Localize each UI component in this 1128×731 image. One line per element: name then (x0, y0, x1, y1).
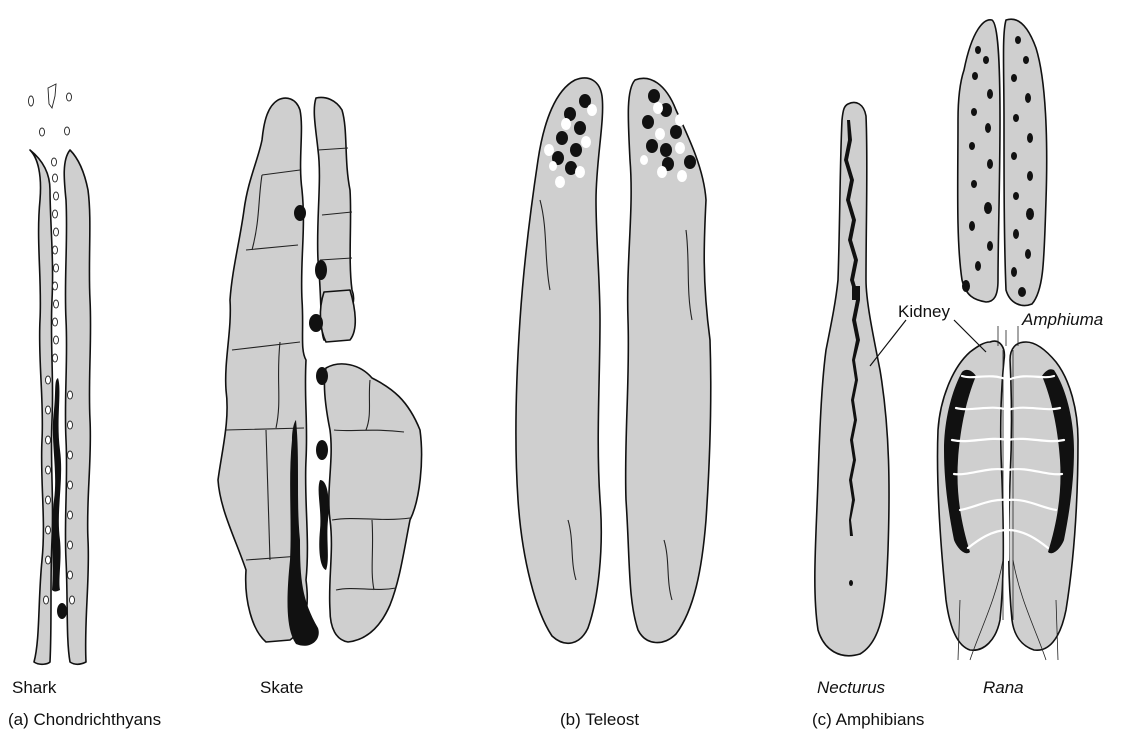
shark-kidney (29, 84, 91, 664)
teleost-kidney (516, 78, 711, 643)
label-kidney: Kidney (898, 302, 950, 322)
label-amphibians: (c) Amphibians (812, 710, 924, 730)
label-chondrichthyans: (a) Chondrichthyans (8, 710, 161, 730)
necturus-kidney (815, 103, 889, 656)
label-skate: Skate (260, 678, 303, 698)
rana-kidney (937, 326, 1078, 660)
label-rana: Rana (983, 678, 1024, 698)
label-necturus: Necturus (817, 678, 885, 698)
amphiuma-kidney (958, 19, 1047, 305)
kidney-pointer-rana (954, 320, 986, 352)
label-amphiuma: Amphiuma (1022, 310, 1103, 330)
label-teleost: (b) Teleost (560, 710, 639, 730)
label-shark: Shark (12, 678, 56, 698)
skate-kidney (218, 98, 422, 646)
